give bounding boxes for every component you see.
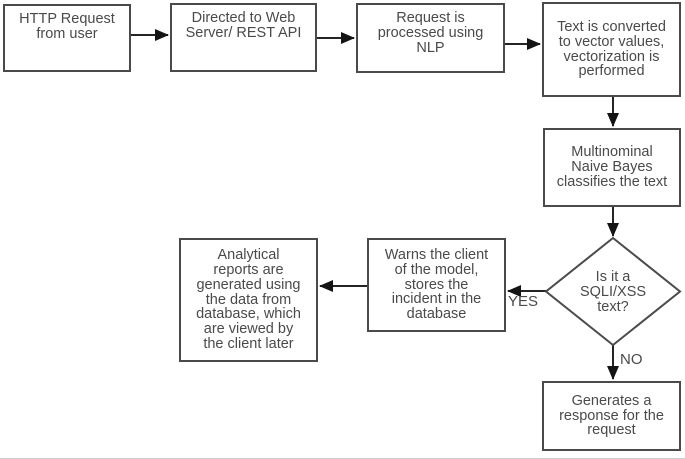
branch-label-no: NO [620, 351, 643, 368]
node-nlp-processing: Request is processed using NLP [356, 3, 505, 73]
node-generate-response: Generates a response for the request [542, 381, 681, 451]
node-web-server: Directed to Web Server/ REST API [170, 3, 317, 72]
decision-diamond-shape [544, 236, 682, 347]
decision-sqli-xss-label: Is it a SQLI/XSS text? [579, 268, 647, 315]
node-http-request: HTTP Request from user [3, 4, 131, 72]
node-naive-bayes: Multinominal Naive Bayes classifies the … [543, 128, 681, 207]
node-analytical-reports: Analytical reports are generated using t… [179, 238, 318, 362]
branch-label-yes: YES [508, 293, 539, 310]
node-vectorization: Text is converted to vector values, vect… [542, 2, 681, 97]
node-warns-client: Warns the client of the model, stores th… [367, 238, 506, 332]
